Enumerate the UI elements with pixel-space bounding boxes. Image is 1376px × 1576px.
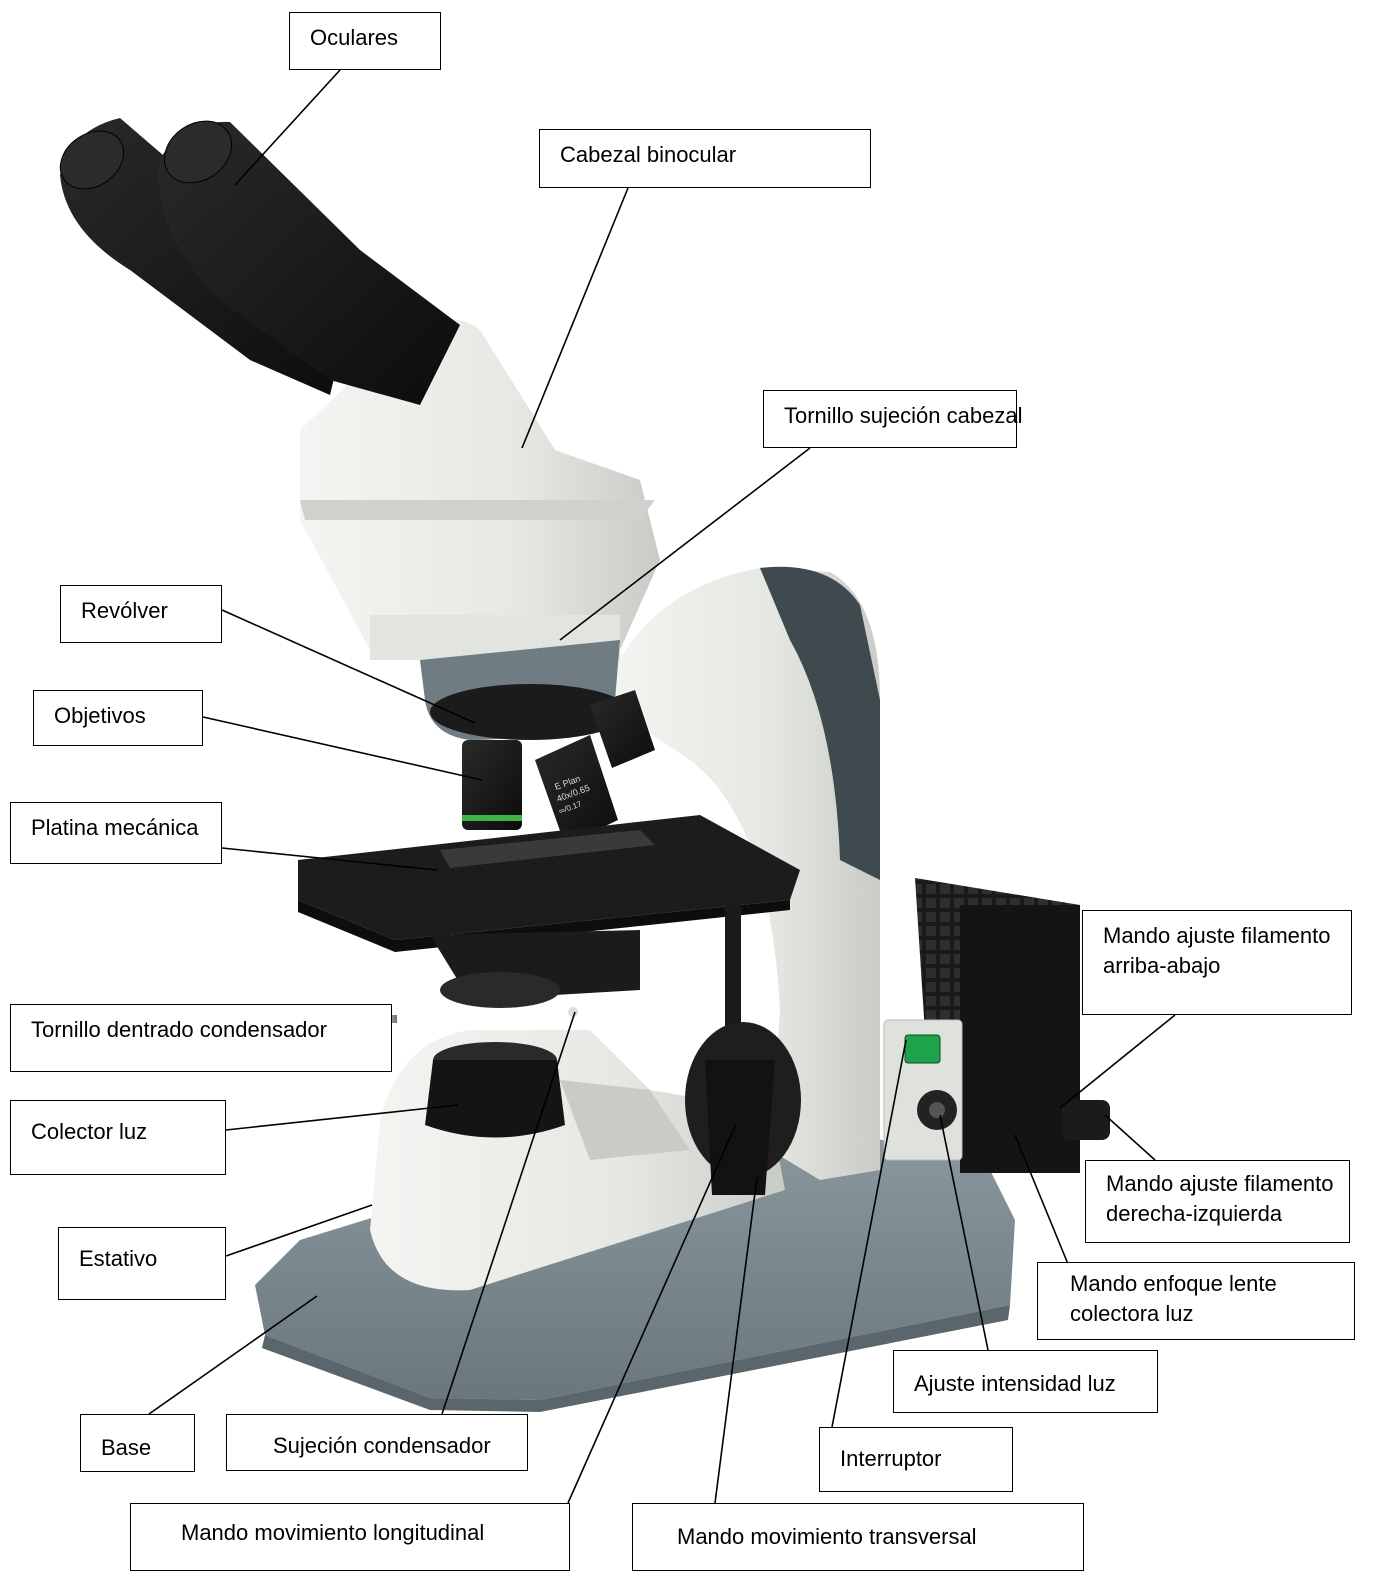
label-tornillo-sujecion-cabezal: Tornillo sujeción cabezal [763, 390, 1017, 448]
label-revolver: Revólver [60, 585, 222, 643]
label-estativo: Estativo [58, 1227, 226, 1300]
label-filamento-arriba-abajo: Mando ajuste filamento arriba-abajo [1082, 910, 1352, 1015]
label-mando-movimiento-transversal: Mando movimiento transversal [632, 1503, 1084, 1571]
label-ajuste-intensidad-luz-text: Ajuste intensidad luz [914, 1369, 1143, 1399]
label-tornillo-sujecion-cabezal-text: Tornillo sujeción cabezal [784, 401, 1002, 431]
label-cabezal-binocular: Cabezal binocular [539, 129, 871, 188]
label-mando-enfoque-lente-colectora: Mando enfoque lente colectora luz [1037, 1262, 1355, 1340]
label-interruptor-text: Interruptor [840, 1444, 998, 1474]
label-filamento-derecha-line2: derecha-izquierda [1106, 1199, 1335, 1229]
label-sujecion-condensador-text: Sujeción condensador [273, 1431, 513, 1461]
label-mando-movimiento-longitudinal: Mando movimiento longitudinal [130, 1503, 570, 1571]
label-ajuste-intensidad-luz: Ajuste intensidad luz [893, 1350, 1158, 1413]
label-filamento-arriba-line1: Mando ajuste filamento [1103, 921, 1337, 951]
label-mando-enfoque-lente-line2: colectora luz [1070, 1299, 1340, 1329]
label-filamento-derecha-line1: Mando ajuste filamento [1106, 1169, 1335, 1199]
label-filamento-arriba-line2: arriba-abajo [1103, 951, 1337, 981]
label-mando-movimiento-transversal-text: Mando movimiento transversal [677, 1522, 1069, 1552]
label-mando-movimiento-longitudinal-text: Mando movimiento longitudinal [181, 1518, 555, 1548]
label-base-text: Base [101, 1433, 180, 1463]
label-tornillo-dentrado-condensador-text: Tornillo dentrado condensador [31, 1015, 377, 1045]
label-mando-enfoque-lente-line1: Mando enfoque lente [1070, 1269, 1340, 1299]
eyepieces-part [49, 108, 460, 405]
label-oculares-text: Oculares [310, 23, 426, 53]
label-interruptor: Interruptor [819, 1427, 1013, 1492]
label-objetivos-text: Objetivos [54, 701, 188, 731]
label-filamento-derecha-izquierda: Mando ajuste filamento derecha-izquierda [1085, 1160, 1350, 1243]
label-oculares: Oculares [289, 12, 441, 70]
label-estativo-text: Estativo [79, 1244, 211, 1274]
label-objetivos: Objetivos [33, 690, 203, 746]
label-platina-mecanica: Platina mecánica [10, 802, 222, 864]
label-platina-mecanica-text: Platina mecánica [31, 813, 207, 843]
label-revolver-text: Revólver [81, 596, 207, 626]
label-base: Base [80, 1414, 195, 1472]
label-sujecion-condensador: Sujeción condensador [226, 1414, 528, 1471]
stage-part [298, 815, 800, 952]
label-tornillo-dentrado-condensador: Tornillo dentrado condensador [10, 1004, 392, 1072]
label-colector-luz-text: Colector luz [31, 1117, 211, 1147]
label-cabezal-binocular-text: Cabezal binocular [560, 140, 856, 170]
label-colector-luz: Colector luz [10, 1100, 226, 1175]
light-collector-part [425, 1042, 565, 1138]
